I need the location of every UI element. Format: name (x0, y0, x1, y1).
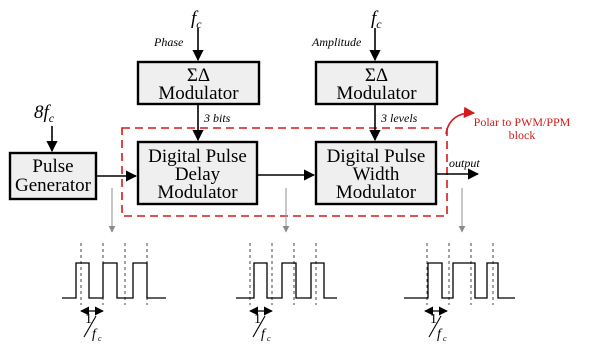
sigma-delta-amplitude-modulator: ΣΔ Modulator (314, 60, 439, 106)
fc-phase-label: fc (191, 8, 202, 31)
svg-text:ΣΔ: ΣΔ (187, 65, 210, 86)
svg-text:Modulator: Modulator (336, 83, 417, 104)
levels-label: 3 levels (380, 111, 418, 125)
svg-text:Generator: Generator (15, 175, 92, 196)
svg-text:Modulator: Modulator (157, 182, 238, 203)
digital-pulse-width-modulator: Digital Pulse Width Modulator (314, 140, 438, 206)
svg-text:1: 1 (85, 312, 92, 327)
digital-pulse-delay-modulator: Digital Pulse Delay Modulator (136, 140, 259, 206)
output-label: output (449, 156, 480, 170)
period-label-3: 1 f c (428, 312, 447, 343)
phase-label: Phase (153, 35, 184, 49)
svg-text:f: f (437, 327, 443, 342)
annotation-line-2: block (509, 128, 536, 142)
svg-text:1: 1 (430, 312, 437, 327)
svg-text:c: c (267, 334, 271, 343)
svg-text:1: 1 (254, 312, 261, 327)
amplitude-label: Amplitude (311, 35, 362, 49)
annotation-line-1: Polar to PWM/PPM (474, 115, 571, 129)
svg-text:Pulse: Pulse (32, 156, 73, 177)
waveform-pulse-generator: 1 f c (62, 243, 166, 343)
annotation-arrow (445, 106, 476, 135)
svg-text:Modulator: Modulator (336, 182, 417, 203)
svg-text:f: f (261, 327, 267, 342)
period-label-2: 1 f c (252, 312, 271, 343)
clock-label: 8fc (34, 102, 55, 125)
svg-text:ΣΔ: ΣΔ (365, 65, 388, 86)
svg-text:Modulator: Modulator (158, 83, 239, 104)
polar-block-boundary (121, 127, 448, 217)
svg-text:c: c (98, 334, 102, 343)
fc-amplitude-label: fc (371, 8, 382, 31)
svg-text:Digital Pulse: Digital Pulse (327, 146, 426, 167)
waveform-delay-modulated: 1 f c (236, 243, 337, 343)
svg-text:c: c (443, 334, 447, 343)
bits-label: 3 bits (203, 111, 231, 125)
pulse-generator-block: Pulse Generator (8, 151, 98, 201)
sigma-delta-phase-modulator: ΣΔ Modulator (136, 60, 261, 106)
svg-text:Delay: Delay (175, 164, 221, 185)
svg-text:f: f (92, 327, 98, 342)
svg-text:Width: Width (353, 164, 400, 185)
period-label-1: 1 f c (83, 312, 102, 343)
svg-text:Digital Pulse: Digital Pulse (148, 146, 247, 167)
waveform-width-modulated: 1 f c (404, 243, 515, 343)
